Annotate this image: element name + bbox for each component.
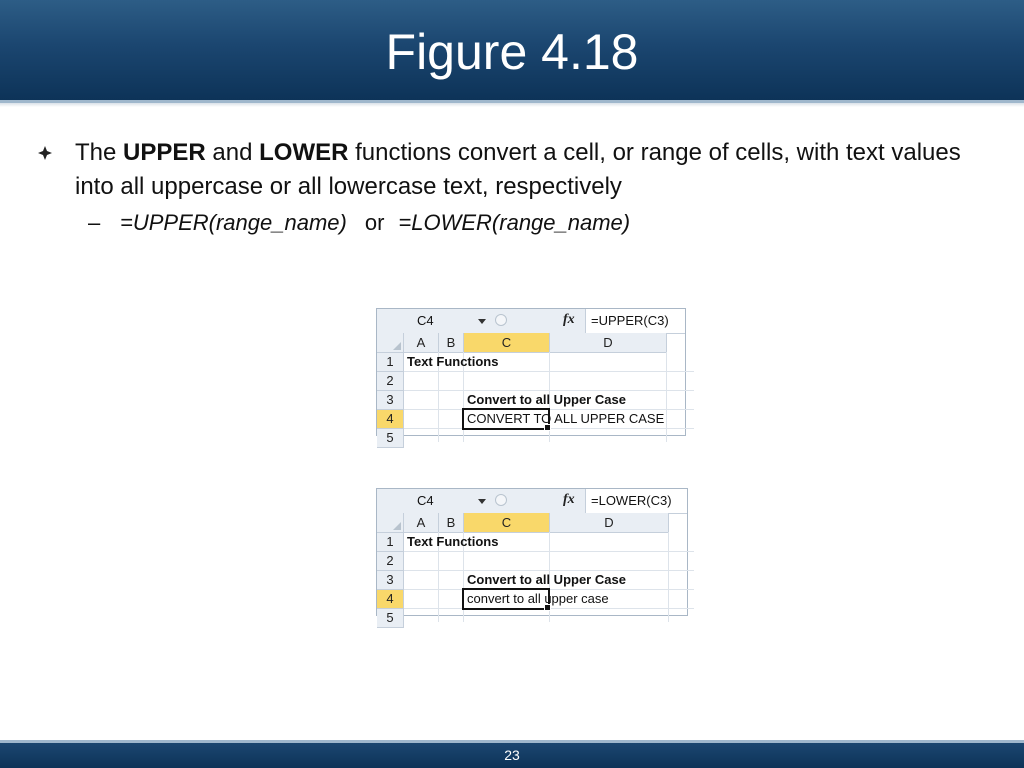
dash-bullet: – (88, 210, 101, 235)
spreadsheet-upper-example: C4 fx =UPPER(C3) A B C D 1 2 3 4 5 Text … (376, 308, 694, 448)
gridline (404, 390, 694, 391)
title-bar (0, 0, 1024, 100)
lower-keyword: LOWER (259, 139, 349, 166)
slide-title: Figure 4.18 (385, 24, 639, 80)
expand-circle-icon[interactable] (495, 314, 507, 326)
row-header-5[interactable]: 5 (377, 429, 404, 448)
cell-c3[interactable]: Convert to all Upper Case (467, 572, 626, 587)
bullet-text-start: The (75, 139, 124, 166)
row-header-1[interactable]: 1 (377, 533, 404, 552)
bullet-sub: – =UPPER(range_name) or =LOWER(range_name) (38, 208, 998, 238)
gridline (438, 352, 439, 442)
footer-bar: 23 (0, 743, 1024, 768)
selected-cell-border (462, 408, 550, 430)
gridline (549, 352, 550, 442)
formula-bar: C4 fx =UPPER(C3) (377, 309, 685, 334)
gridline (463, 532, 464, 622)
name-box[interactable]: C4 (377, 309, 490, 333)
cell-a1[interactable]: Text Functions (407, 534, 499, 549)
gridline (404, 570, 694, 571)
corner-triangle-icon (393, 522, 401, 530)
or-text: or (364, 210, 385, 235)
selected-cell-border (462, 588, 550, 610)
formula-input[interactable]: =UPPER(C3) (591, 313, 669, 328)
upper-syntax: =UPPER(range_name) (120, 210, 347, 235)
gridline (668, 532, 669, 622)
name-box[interactable]: C4 (377, 489, 490, 513)
column-header-c[interactable]: C (464, 333, 550, 353)
cell-c4[interactable]: convert to all upper case (467, 591, 609, 606)
column-header-b[interactable]: B (439, 513, 464, 533)
fill-handle[interactable] (544, 604, 551, 611)
gridline (404, 371, 694, 372)
expand-circle-icon[interactable] (495, 494, 507, 506)
cell-c3[interactable]: Convert to all Upper Case (467, 392, 626, 407)
lower-syntax: =LOWER(range_name) (398, 210, 631, 235)
name-box-value: C4 (417, 493, 434, 508)
gridline (666, 352, 667, 442)
formula-bar: C4 fx =LOWER(C3) (377, 489, 687, 514)
row-header-5[interactable]: 5 (377, 609, 404, 628)
column-header-b[interactable]: B (439, 333, 464, 353)
upper-keyword: UPPER (123, 139, 206, 166)
gridline (549, 532, 550, 622)
title-bar-shadow (0, 103, 1024, 107)
gridline (404, 551, 694, 552)
row-header-2[interactable]: 2 (377, 552, 404, 571)
gridline (463, 352, 464, 442)
select-all-corner[interactable] (377, 333, 404, 353)
title-bar-divider (0, 100, 1024, 103)
row-header-4[interactable]: 4 (377, 590, 404, 609)
cell-c4[interactable]: CONVERT TO ALL UPPER CASE (467, 411, 665, 426)
column-header-c[interactable]: C (464, 513, 550, 533)
fx-icon[interactable]: fx (563, 312, 575, 327)
select-all-corner[interactable] (377, 513, 404, 533)
slide-content: The UPPER and LOWER functions convert a … (38, 136, 998, 238)
chevron-down-icon[interactable] (478, 499, 486, 504)
chevron-down-icon[interactable] (478, 319, 486, 324)
bullet-text-end: functions convert a cell, or range of ce… (75, 139, 961, 200)
gridline (438, 532, 439, 622)
row-header-3[interactable]: 3 (377, 571, 404, 590)
diamond-bullet-icon (38, 146, 52, 160)
name-box-value: C4 (417, 313, 434, 328)
formula-controls: fx (489, 489, 586, 513)
column-header-d[interactable]: D (550, 333, 667, 353)
footer-divider (0, 740, 1024, 743)
formula-input[interactable]: =LOWER(C3) (591, 493, 672, 508)
row-header-1[interactable]: 1 (377, 353, 404, 372)
bullet-main: The UPPER and LOWER functions convert a … (38, 136, 998, 204)
spreadsheet-lower-example: C4 fx =LOWER(C3) A B C D 1 2 3 4 5 Text … (376, 488, 694, 628)
column-header-a[interactable]: A (404, 333, 439, 353)
cell-a1[interactable]: Text Functions (407, 354, 499, 369)
corner-triangle-icon (393, 342, 401, 350)
row-header-2[interactable]: 2 (377, 372, 404, 391)
formula-controls: fx (489, 309, 586, 333)
row-header-3[interactable]: 3 (377, 391, 404, 410)
fx-icon[interactable]: fx (563, 492, 575, 507)
column-header-a[interactable]: A (404, 513, 439, 533)
row-header-4[interactable]: 4 (377, 410, 404, 429)
page-number: 23 (504, 747, 520, 763)
fill-handle[interactable] (544, 424, 551, 431)
bullet-text-and: and (205, 139, 260, 166)
column-header-d[interactable]: D (550, 513, 669, 533)
